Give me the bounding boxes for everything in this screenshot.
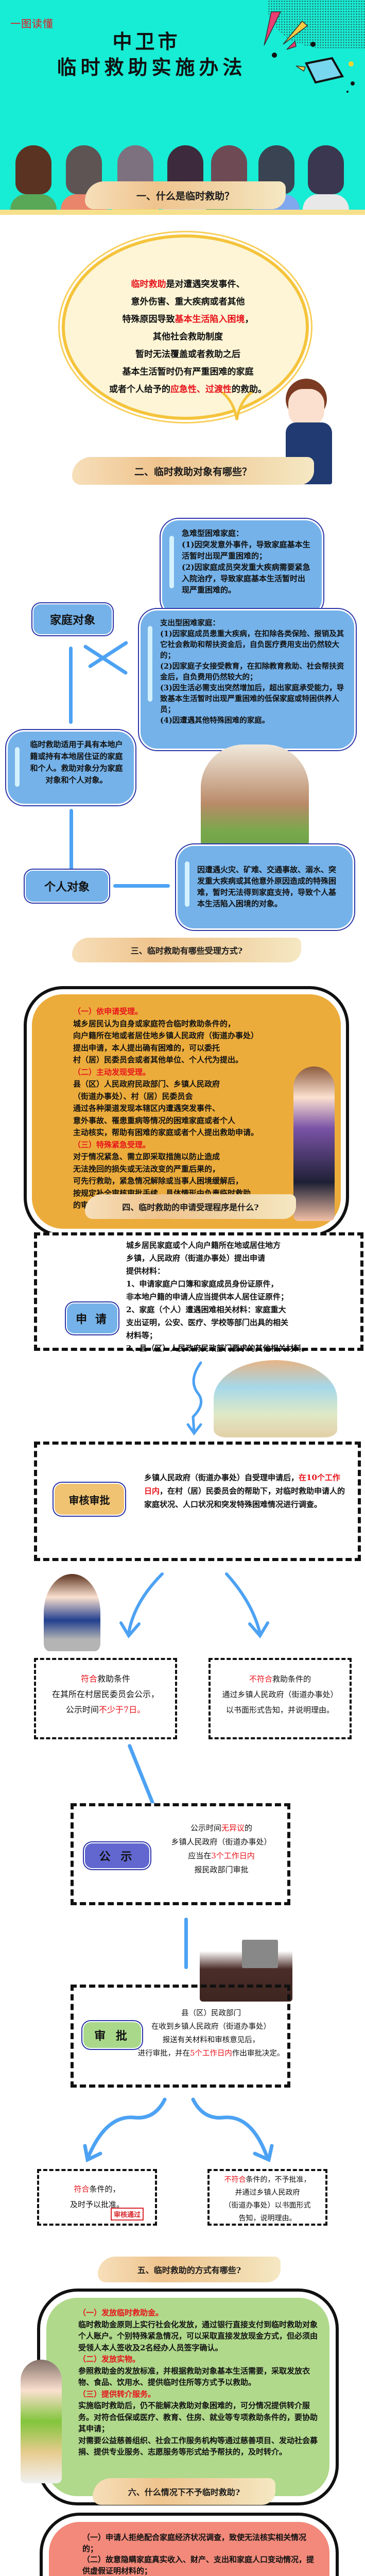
emergency-family-box: 急难型困难家庭： (1)因突发意外事件，导致家庭基本生活暂时出现严重困难的； (… — [162, 520, 322, 616]
arrow-down-icon — [184, 1918, 188, 1969]
apply-step-text: 城乡居民家庭或个人向户籍所在地或居住地方 乡镇，人民政府（街道办事处）提出申请 … — [126, 1241, 309, 1353]
family-target-label: 家庭对象 — [33, 604, 112, 634]
approve-step-label: 审 批 — [83, 2022, 141, 2048]
assistance-method-2: （二）发放实物。参照救助金的发放标准，并根据救助对象基本生活需要，采取发放衣物、… — [78, 2354, 310, 2387]
text-line: 或者个人给予的应急性、过渡性的救助。 — [109, 384, 267, 395]
section-heading-1: 一、什么是临时救助？ — [85, 181, 286, 209]
assistance-method-1: （一）发放临时救助金。临时救助金原则上实行社会化发放，通过银行直接支付到临时救助… — [78, 2308, 318, 2352]
confetti-decoration-icon — [264, 11, 355, 93]
scope-box: 临时救助适用于具有本地户籍或持有本地居住证的家庭和个人。救助对象分为家庭对象和个… — [8, 732, 134, 804]
section-heading-2: 二、临时救助对象有哪些？ — [72, 457, 314, 485]
section-heading-6: 六、什么情况下不予临时救助? — [93, 2478, 275, 2505]
header-tag: 一图读懂 — [10, 18, 54, 30]
child-figure — [303, 145, 349, 215]
approve-step-box — [71, 1985, 290, 2088]
approve-step-text: 县（区）民政部门 在收到乡镇人民政府（街道办事处） 报送有关材料和审核意见后， … — [137, 2009, 285, 2058]
ineligible-conditions-box: （一）申请人拒绝配合家庭经济状况调查，致使无法核实相关情况的； （二）故意隐瞒家… — [49, 2522, 329, 2576]
section-heading-3: 三、临时救助有哪些受理方式? — [72, 938, 301, 962]
text-line: 临时救助是对遭遇突发事件、 — [131, 279, 245, 290]
section-heading-4: 四、临时救助的申请受理程序是什么? — [85, 1194, 296, 1219]
publicize-step-label: 公 示 — [85, 1843, 149, 1868]
method-1: （一）依申请受理。城乡居民认为自身或家庭符合临时救助条件的， 向户籍所在地或者居… — [73, 1007, 259, 1064]
arrow-down-right-icon — [83, 644, 128, 675]
branch-arrows-icon — [119, 1572, 269, 1638]
arrow-right-icon — [113, 884, 170, 888]
bubble-tail — [220, 392, 253, 420]
eligible-box: 符合救助条件 在其所在村居民委员会公示， 公示时间不少于7日。 — [34, 1658, 177, 1739]
approved-box: 符合条件的， 及时予以批准。 — [37, 2169, 157, 2226]
approved-stamp: 审核通过 — [111, 2208, 144, 2221]
individual-target-label: 个人对象 — [26, 871, 108, 902]
text-line: 意外伤害、重大疾病或者其他 — [131, 297, 245, 307]
injured-man-illustration — [21, 2360, 62, 2483]
monitor-icon — [242, 1940, 278, 1968]
review-step-label: 审核审批 — [55, 1484, 124, 1515]
curved-arrow-down-icon — [186, 1361, 203, 1436]
text-line: 其他社会救助制度 — [153, 332, 223, 342]
guide-character-face — [288, 389, 324, 426]
apply-step-label: 申 请 — [67, 1303, 117, 1333]
arrow-up-icon — [69, 647, 73, 724]
branch-arrows-icon — [83, 2097, 274, 2163]
arrow-down-icon — [69, 809, 73, 871]
text-line: 基本生活暂时仍有严重困难的家庭 — [122, 367, 254, 377]
publicize-step-text: 公示时间无异议的 乡镇人民政府（街道办事处） 应当在3个工作日内 报民政部门审批 — [171, 1823, 272, 1874]
assistance-methods-box: （一）发放临时救助金。临时救助金原则上实行社会化发放，通过银行直接支付到临时救助… — [46, 2298, 329, 2496]
individual-box: 因遭遇火灾、矿难、交通事故、溺水、突发重大疾病或其他意外原因造成的特殊困难，暂时… — [178, 846, 353, 928]
support-agent-illustration — [44, 1574, 100, 1651]
expense-family-box: 支出型困难家庭： (1)因家庭成员患重大疾病，在扣除各类保险、报销及其它社会救助… — [141, 611, 354, 749]
page-title: 临时救助实施办法 — [57, 56, 247, 79]
review-step-text: 乡镇人民政府（街道办事处）自受理申请后，在10个工作日内，在村（居）民委员会的帮… — [144, 1473, 345, 1509]
header-divider — [0, 210, 365, 215]
section-heading-5: 五、临时救助的方式有哪些? — [98, 2257, 281, 2282]
teacher-illustration — [293, 1066, 335, 1221]
text-line: 暂时无法覆盖或者救助之后 — [135, 349, 240, 360]
text-line: 特殊原因导致基本生活陷入困境， — [122, 314, 254, 325]
ineligible-box: 不符合救助条件的 通过乡镇人民政府（街道办事处） 以书面形式告知，并说明理由。 — [208, 1658, 352, 1739]
child-figure — [10, 145, 57, 215]
apply-step-box — [34, 1232, 363, 1351]
definition-text: 临时救助是对遭遇突发事件、意外伤害、重大疾病或者其他特殊原因导致基本生活陷入困境… — [82, 276, 293, 398]
assistance-method-3: （三）提供转介服务。实施临时救助后，仍不能解决救助对象困难的，可分情况提供转介服… — [78, 2389, 318, 2457]
page-title-city: 中卫市 — [112, 30, 181, 53]
speech-bubble — [62, 234, 309, 420]
elderly-with-child-illustration — [201, 744, 309, 853]
computer-users-illustration — [214, 1360, 337, 1437]
method-2: （二）主动发现受理。县（区）人民政府民政部门、乡镇人民政府 （街道办事处）、村（… — [73, 1067, 259, 1138]
rejected-box: 不符合条件的，不予批准， 并通过乡镇人民政府 （街道办事处）以书面形式 告知，说… — [207, 2169, 327, 2226]
